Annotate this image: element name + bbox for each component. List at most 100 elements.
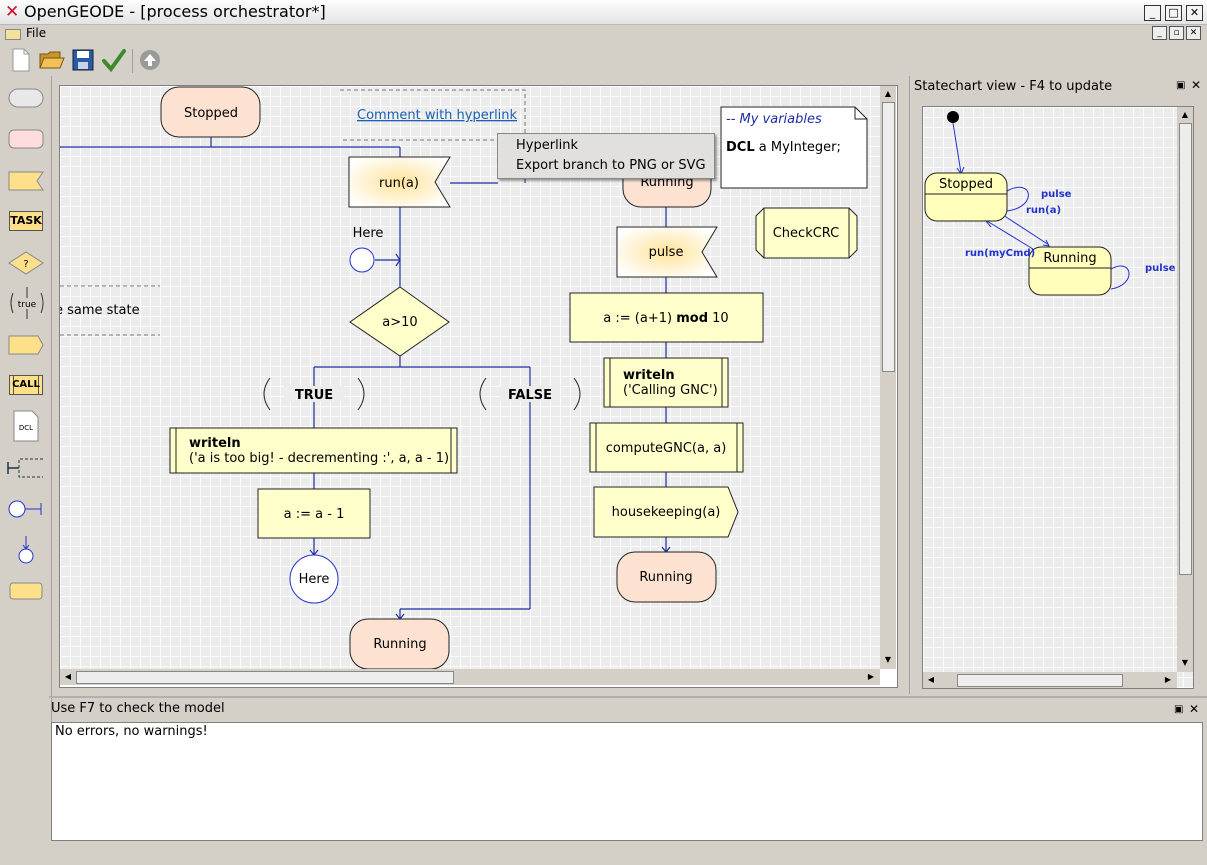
messages-close-icon[interactable]: ✕ xyxy=(1189,702,1200,716)
sc-hscroll-thumb[interactable] xyxy=(957,674,1123,687)
mdi-restore-icon[interactable]: ▫ xyxy=(1169,26,1184,40)
text-area-declaration: DCL a MyInteger; xyxy=(726,140,841,155)
scroll-left-icon[interactable]: ◀ xyxy=(64,672,72,681)
panel-float-icon[interactable]: ▣ xyxy=(1176,80,1186,91)
open-folder-icon[interactable] xyxy=(38,47,66,73)
answer-false-label: FALSE xyxy=(508,388,552,403)
palette-connector-in-icon[interactable] xyxy=(7,534,45,568)
sc-scroll-right-icon[interactable]: ▶ xyxy=(1164,675,1172,684)
statechart-hscrollbar[interactable]: ◀ ▶ xyxy=(923,672,1177,688)
menu-item-hyperlink[interactable]: Hyperlink xyxy=(516,138,579,153)
initial-state-dot xyxy=(947,111,959,123)
palette-state-icon[interactable] xyxy=(7,122,45,156)
palette-answer-label: true xyxy=(18,300,37,310)
diagram-canvas[interactable]: Stopped Comment with hyperlink run(a) He… xyxy=(60,86,880,669)
comment-fragment: e same state xyxy=(60,303,140,318)
procedure-writeln[interactable]: writeln ('a is too big! - decrementing :… xyxy=(169,427,458,474)
sc-transition-pulse2: pulse xyxy=(1145,263,1176,274)
palette-answer-icon[interactable]: true xyxy=(7,286,45,320)
palette-decision-icon[interactable]: ? xyxy=(7,246,45,280)
statechart-panel: Statechart view - F4 to update ▣ ✕ Stopp… xyxy=(909,76,1207,694)
writeln-gnc-args: ('Calling GNC') xyxy=(623,383,718,398)
diagram-view[interactable]: Stopped Comment with hyperlink run(a) He… xyxy=(59,85,898,688)
procedure-writeln-gnc[interactable]: writeln ('Calling GNC') xyxy=(603,357,729,408)
messages-title: Use F7 to check the model xyxy=(51,701,225,716)
maximize-icon[interactable]: □ xyxy=(1165,5,1182,21)
scroll-down-icon[interactable]: ▼ xyxy=(884,655,892,664)
folder-icon xyxy=(5,29,21,40)
sc-scroll-up-icon[interactable]: ▲ xyxy=(1181,110,1189,119)
decision-label: a>10 xyxy=(382,315,417,330)
menu-item-export-branch[interactable]: Export branch to PNG or SVG xyxy=(516,158,706,173)
procedure-computegnc[interactable]: computeGNC(a, a) xyxy=(589,422,744,473)
task-mod-label: a := (a+1) mod 10 xyxy=(603,311,728,326)
writeln-args: ('a is too big! - decrementing :', a, a … xyxy=(189,451,449,466)
diagram-vertical-scrollbar[interactable]: ▲ ▼ xyxy=(880,86,896,669)
app-icon: ✕ xyxy=(5,2,20,22)
palette-comment-icon[interactable] xyxy=(7,451,45,485)
messages-float-icon[interactable]: ▣ xyxy=(1174,704,1184,715)
file-menu[interactable]: File xyxy=(26,26,47,40)
palette-call-icon[interactable]: CALL xyxy=(7,368,45,402)
check-model-icon[interactable] xyxy=(100,47,128,73)
palette-start-icon[interactable] xyxy=(7,81,45,115)
scroll-thumb[interactable] xyxy=(882,102,895,372)
task-decrement-label: a := a - 1 xyxy=(284,507,345,522)
sc-transition-runa: run(a) xyxy=(1026,205,1061,216)
sc-state-running[interactable]: Running xyxy=(1028,246,1112,296)
panel-close-icon[interactable]: ✕ xyxy=(1191,78,1202,92)
palette-dcl-label: DCL xyxy=(19,424,33,432)
messages-area[interactable]: No errors, no warnings! xyxy=(51,722,1203,841)
sc-scroll-left-icon[interactable]: ◀ xyxy=(927,675,935,684)
state-running-bottom[interactable]: Running xyxy=(349,618,450,669)
symbol-palette: TASK ? true CALL DCL xyxy=(0,76,52,841)
palette-task-icon[interactable]: TASK xyxy=(7,204,45,238)
connector-here[interactable] xyxy=(349,247,375,273)
sc-scroll-thumb[interactable] xyxy=(1179,123,1192,575)
panel-splitter[interactable] xyxy=(49,696,1207,698)
input-run-a[interactable]: run(a) xyxy=(348,156,451,208)
join-here[interactable]: Here xyxy=(289,554,339,604)
sc-transition-runmycmd: run(myCmd) xyxy=(965,248,1035,259)
comment-hyperlink[interactable]: Comment with hyperlink xyxy=(357,108,518,123)
palette-procedure-icon[interactable] xyxy=(7,574,45,608)
title-bar: ✕ OpenGEODE - [process orchestrator*] _ … xyxy=(0,0,1207,25)
save-icon[interactable] xyxy=(69,47,97,73)
statechart-title: Statechart view - F4 to update xyxy=(914,79,1113,94)
messages-text: No errors, no warnings! xyxy=(55,724,208,739)
palette-decision-label: ? xyxy=(23,259,28,270)
output-housekeeping[interactable]: housekeeping(a) xyxy=(593,486,739,538)
input-pulse[interactable]: pulse xyxy=(616,226,718,278)
palette-input-icon[interactable] xyxy=(7,164,45,198)
context-menu: Hyperlink Export branch to PNG or SVG xyxy=(497,133,715,179)
state-stopped[interactable]: Stopped xyxy=(160,86,261,138)
text-area-variables[interactable]: -- My variables DCL a MyInteger; xyxy=(720,106,868,189)
statechart-canvas[interactable]: Stopped Running pulse run(a) run(myCmd) … xyxy=(922,106,1194,689)
mdi-close-icon[interactable]: ✕ xyxy=(1186,26,1201,40)
scroll-right-icon[interactable]: ▶ xyxy=(867,672,875,681)
sc-scroll-down-icon[interactable]: ▼ xyxy=(1181,658,1189,667)
new-file-icon[interactable] xyxy=(7,47,35,73)
close-icon[interactable]: ✕ xyxy=(1186,5,1203,21)
diagram-horizontal-scrollbar[interactable]: ◀ ▶ xyxy=(60,669,880,685)
task-mod[interactable]: a := (a+1) mod 10 xyxy=(569,292,764,343)
scroll-up-icon[interactable]: ▲ xyxy=(884,89,892,98)
state-running-right-bottom[interactable]: Running xyxy=(616,551,717,603)
minimize-icon[interactable]: _ xyxy=(1144,5,1161,21)
up-arrow-icon[interactable] xyxy=(136,47,164,73)
palette-connector-out-icon[interactable] xyxy=(7,492,45,526)
procedure-checkcrc[interactable]: CheckCRC xyxy=(755,207,858,259)
hscroll-thumb[interactable] xyxy=(76,671,454,684)
task-decrement[interactable]: a := a - 1 xyxy=(257,488,371,539)
sc-state-stopped[interactable]: Stopped xyxy=(924,172,1008,222)
toolbar xyxy=(0,43,1207,76)
statechart-vscrollbar[interactable]: ▲ ▼ xyxy=(1177,107,1193,672)
answer-false[interactable]: FALSE xyxy=(479,377,581,411)
palette-output-icon[interactable] xyxy=(7,328,45,362)
answer-true[interactable]: TRUE xyxy=(263,377,365,411)
state-running-right-bottom-label: Running xyxy=(639,570,692,585)
decision-a-gt-10[interactable]: a>10 xyxy=(349,286,450,357)
writeln-keyword: writeln xyxy=(189,436,241,451)
palette-textarea-icon[interactable]: DCL xyxy=(7,409,45,443)
mdi-minimize-icon[interactable]: _ xyxy=(1152,26,1167,40)
